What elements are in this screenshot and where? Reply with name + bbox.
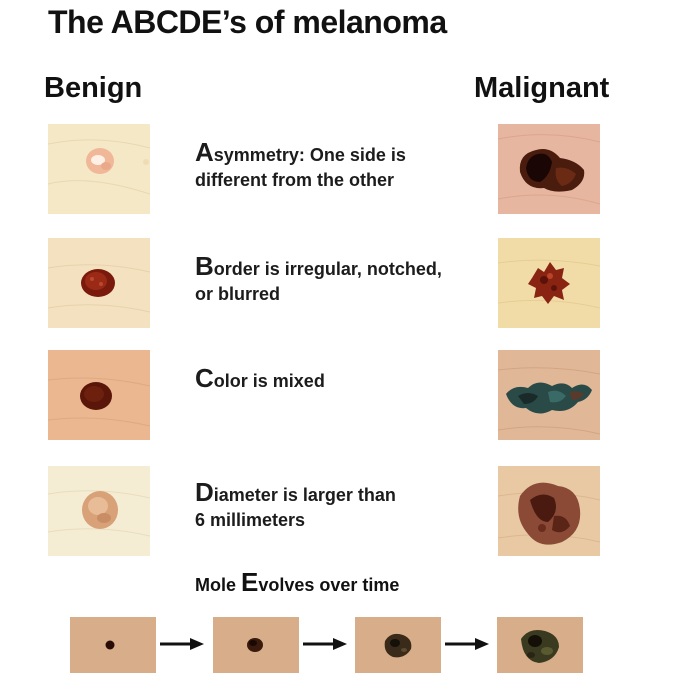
diameter-letter: D [195, 477, 214, 507]
malignant-mole-diameter-photo [498, 466, 600, 556]
benign-mole-color-photo [48, 350, 150, 440]
page-title: The ABCDE’s of melanoma [48, 4, 447, 40]
color-letter: C [195, 363, 214, 393]
benign-column-heading: Benign [44, 72, 143, 104]
evolution-stage-3-photo [355, 617, 441, 673]
diameter-line1: iameter is larger than [213, 485, 396, 505]
asymmetry-letter: A [195, 137, 214, 167]
border-letter: B [195, 251, 214, 281]
evolution-arrow-3 [445, 636, 489, 652]
evolve-rest: volves over time [258, 575, 400, 595]
malignant-mole-border-photo [498, 238, 600, 328]
benign-mole-asymmetry-photo [48, 124, 150, 214]
asymmetry-description: Asymmetry: One side is different from th… [195, 137, 406, 193]
evolution-stage-4-photo [497, 617, 583, 673]
evolution-arrow-1 [160, 636, 204, 652]
evolve-letter: E [241, 567, 259, 597]
evolution-arrow-2 [303, 636, 347, 652]
malignant-mole-color-photo [498, 350, 600, 440]
evolution-stage-2-photo [213, 617, 299, 673]
evolution-stage-1-photo [70, 617, 156, 673]
border-line2: or blurred [195, 284, 281, 304]
asymmetry-line2: different from the other [195, 170, 395, 190]
border-line1: order is irregular, notched, [213, 259, 442, 279]
diameter-line2: 6 millimeters [195, 510, 306, 530]
diameter-description: Diameter is larger than 6 millimeters [195, 477, 396, 533]
evolve-prefix: Mole [195, 575, 242, 595]
benign-mole-border-photo [48, 238, 150, 328]
color-line1: olor is mixed [213, 371, 325, 391]
color-description: Color is mixed [195, 363, 325, 394]
malignant-column-heading: Malignant [474, 72, 610, 104]
border-description: Border is irregular, notched, or blurred [195, 251, 442, 307]
benign-mole-diameter-photo [48, 466, 150, 556]
malignant-mole-asymmetry-photo [498, 124, 600, 214]
evolve-description: Mole Evolves over time [195, 567, 399, 598]
asymmetry-line1: symmetry: One side is [213, 145, 406, 165]
